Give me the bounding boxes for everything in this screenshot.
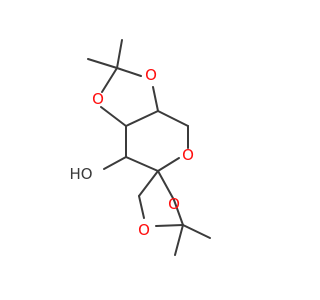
bond <box>138 195 145 219</box>
oxygen-atom-ring: O <box>182 146 194 164</box>
bond-group <box>87 39 211 256</box>
oxygen-atom-bottom-left: O <box>138 221 150 239</box>
bond <box>125 110 159 127</box>
oxygen-atom-top-right: O <box>145 66 157 84</box>
bond <box>138 170 159 197</box>
oxygen-atom-top-left: O <box>92 90 104 108</box>
bond <box>116 67 142 77</box>
bond <box>103 156 127 170</box>
oxygen-atom-bottom-right: O <box>168 195 180 213</box>
bond <box>157 110 189 127</box>
bond <box>101 67 118 93</box>
bond <box>116 39 123 69</box>
bond <box>155 224 184 227</box>
bond <box>87 58 118 69</box>
bond <box>173 199 184 226</box>
hydroxyl-group: HO <box>69 165 92 183</box>
bond <box>157 157 180 172</box>
bond <box>152 86 159 112</box>
hydroxyl-label: HO <box>69 165 92 183</box>
bond <box>157 170 175 201</box>
molecule-canvas: O O O O O HO <box>69 39 211 256</box>
structural-formula: O O O O O HO <box>69 39 211 256</box>
bond <box>100 106 127 127</box>
bond <box>174 224 184 256</box>
bond <box>125 156 159 172</box>
bond <box>182 224 211 239</box>
